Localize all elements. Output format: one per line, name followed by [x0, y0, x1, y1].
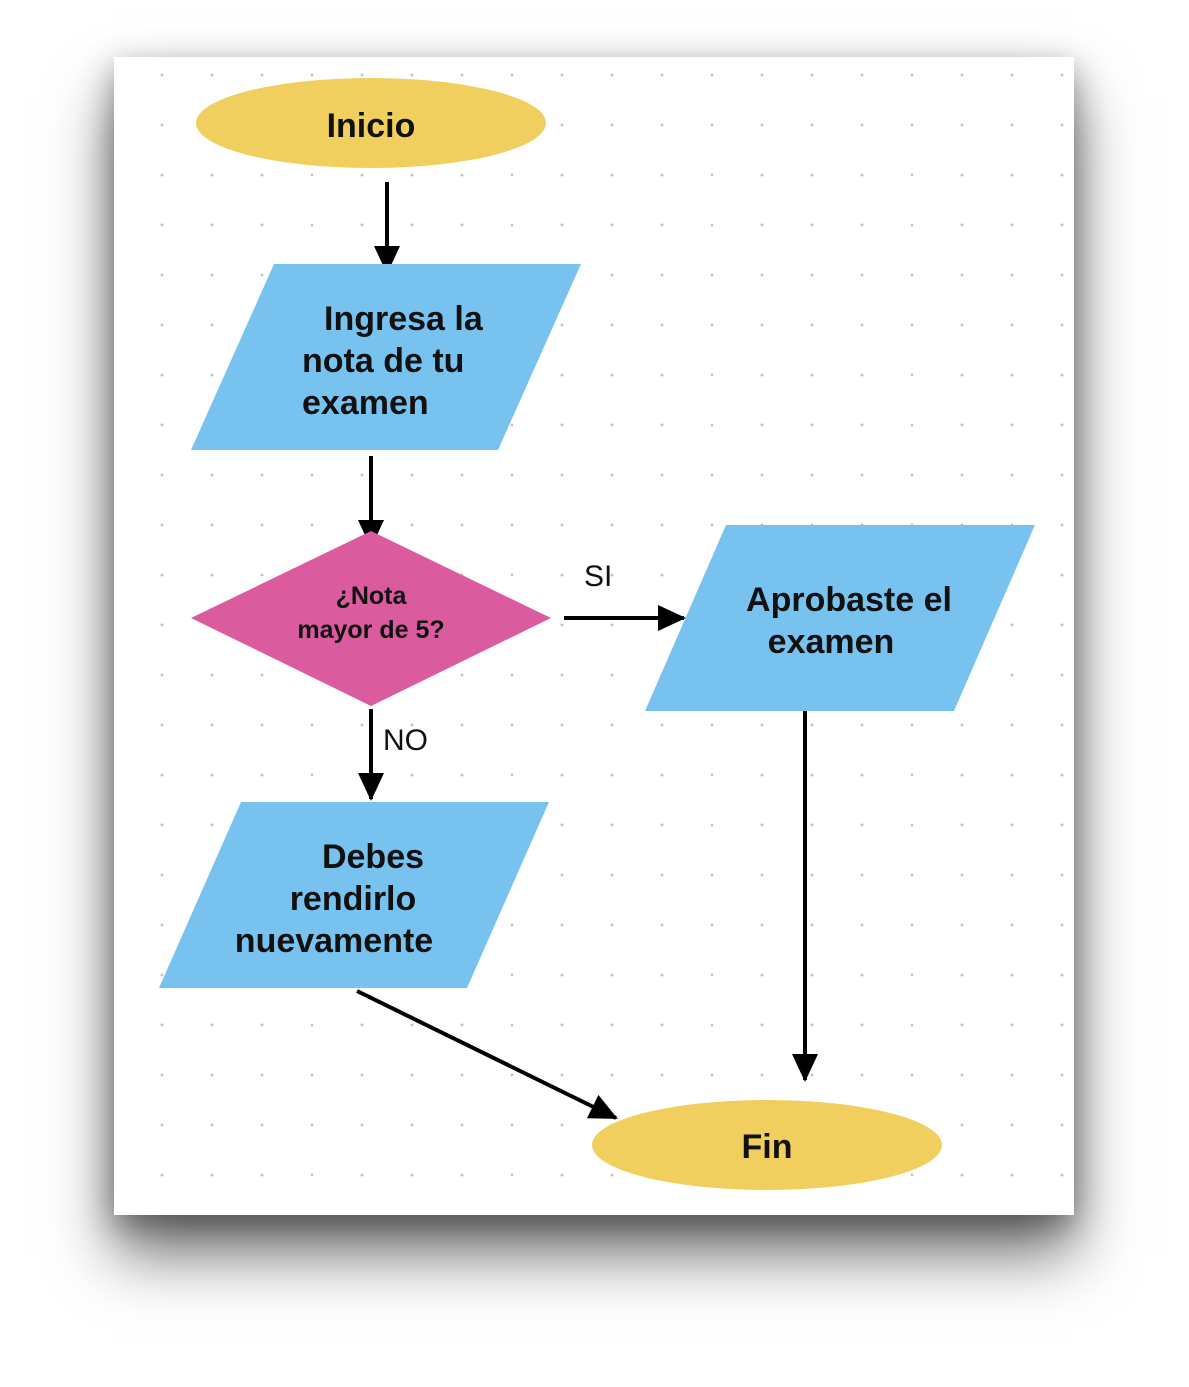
edge-retake-to-end [356, 989, 618, 1120]
edge-label-yes: SI [584, 560, 612, 593]
label-line: Debes [322, 838, 424, 876]
node-end[interactable]: Fin [592, 1100, 942, 1190]
node-start[interactable]: Inicio [196, 78, 546, 168]
io-shape [191, 264, 581, 450]
node-retake[interactable]: Debes rendirlo nuevamente [159, 802, 549, 988]
terminal-shape [592, 1100, 942, 1190]
label-line: Ingresa la [324, 300, 484, 338]
terminal-shape [196, 78, 546, 168]
label-line: nuevamente [235, 922, 433, 960]
io-shape [645, 525, 1035, 711]
node-decision[interactable]: ¿Nota mayor de 5? [191, 531, 551, 706]
label-line: examen [768, 623, 895, 661]
label-line: Fin [742, 1128, 793, 1166]
label-line: mayor de 5? [297, 616, 444, 644]
label-line: rendirlo [290, 880, 417, 918]
node-passed-label: Aprobaste el examen [746, 581, 952, 661]
node-retake-label: Debes rendirlo nuevamente [235, 838, 433, 960]
io-shape [159, 802, 549, 988]
edge-label-no: NO [383, 724, 428, 757]
label-line: Inicio [327, 107, 416, 145]
edges: SI NO [356, 182, 818, 1120]
node-end-label: Fin [742, 1128, 793, 1166]
decision-shape [191, 531, 551, 706]
label-line: examen [302, 384, 429, 422]
node-decision-label: ¿Nota mayor de 5? [297, 582, 444, 644]
label-line: nota de tu [302, 342, 464, 380]
label-line: Aprobaste el [746, 581, 952, 619]
node-input-label: Ingresa la nota de tu examen [302, 300, 484, 422]
node-input[interactable]: Ingresa la nota de tu examen [191, 264, 581, 450]
label-line: ¿Nota [336, 582, 408, 610]
node-passed[interactable]: Aprobaste el examen [645, 525, 1035, 711]
node-start-label: Inicio [327, 107, 416, 145]
